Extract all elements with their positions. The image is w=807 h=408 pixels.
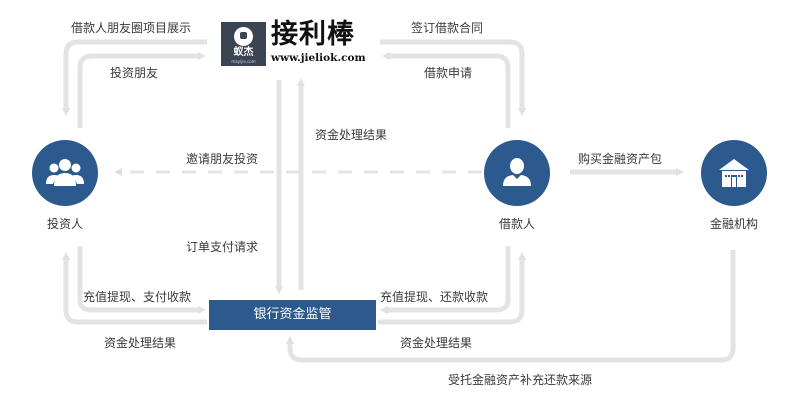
brand-badge: 蚁杰 mayijie.com xyxy=(221,22,266,66)
arrow-bank-to-investor xyxy=(62,252,207,325)
group-users-icon xyxy=(46,159,84,186)
label-borrower-funds-result: 资金处理结果 xyxy=(400,336,473,350)
platform-title: 接利棒 xyxy=(271,19,355,50)
building-icon xyxy=(719,159,749,187)
label-buy-assets: 购买金融资产包 xyxy=(578,152,663,166)
investor-label: 投资人 xyxy=(46,217,83,231)
label-order-payment: 订单支付请求 xyxy=(186,240,259,254)
label-invest-friends: 投资朋友 xyxy=(110,66,159,80)
label-invite-friends: 邀请朋友投资 xyxy=(186,152,259,166)
label-project-display: 借款人朋友圈项目展示 xyxy=(71,21,192,35)
platform-url: www.jieliok.com xyxy=(271,52,366,64)
arrow-entrusted-assets xyxy=(286,250,736,363)
arrow-bank-to-borrower xyxy=(378,252,526,325)
investor-node xyxy=(32,140,98,206)
arrow-investor-to-bank xyxy=(77,246,206,314)
financial-institution-node xyxy=(701,140,767,206)
bank-supervision-box: 银行资金监管 xyxy=(209,300,376,330)
borrower-node xyxy=(484,140,550,206)
arrow-project-display xyxy=(62,39,207,116)
user-icon xyxy=(503,158,531,186)
label-funds-result-center: 资金处理结果 xyxy=(315,128,388,142)
arrow-invest-friends xyxy=(77,52,206,128)
borrower-label: 借款人 xyxy=(498,217,535,231)
label-entrusted-assets: 受托金融资产补充还款来源 xyxy=(448,373,593,387)
label-loan-application: 借款申请 xyxy=(424,66,473,80)
arrow-sign-contract xyxy=(380,39,526,116)
label-investor-funds-result: 资金处理结果 xyxy=(104,336,177,350)
label-borrower-recharge: 充值提现、还款收款 xyxy=(380,290,489,304)
arrow-loan-application xyxy=(382,52,511,128)
platform-logo: 蚁杰 mayijie.com 接利棒 www.jieliok.com xyxy=(221,19,371,69)
financial-institution-label: 金融机构 xyxy=(709,217,758,231)
badge-text: 蚁杰 xyxy=(233,47,254,58)
arrow-borrower-to-bank xyxy=(380,246,511,314)
badge-subtext: mayijie.com xyxy=(231,59,256,64)
soccer-ball-icon xyxy=(234,27,253,46)
label-sign-contract: 签订借款合同 xyxy=(411,21,484,35)
label-investor-recharge: 充值提现、支付收款 xyxy=(83,290,192,304)
